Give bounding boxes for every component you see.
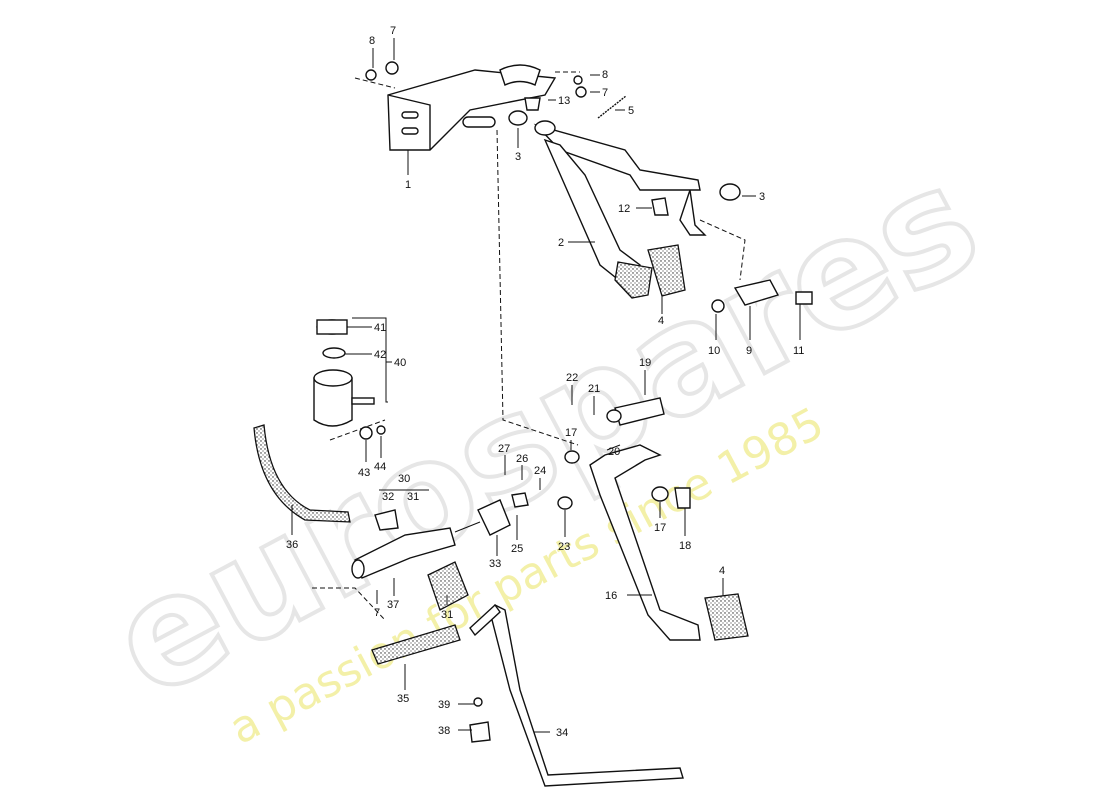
callout-10: 10 — [708, 345, 720, 357]
clutch-pedal — [533, 120, 707, 299]
callout-5: 5 — [628, 105, 634, 117]
callout-11: 11 — [793, 345, 804, 357]
callout-9: 9 — [746, 345, 752, 357]
reservoir-hose — [253, 424, 351, 523]
callout-17-right: 17 — [654, 522, 666, 534]
callout-17-left: 17 — [565, 427, 577, 439]
callout-36: 36 — [286, 539, 298, 551]
callout-40: 40 — [394, 357, 406, 369]
callout-3-right: 3 — [759, 191, 765, 203]
callout-37: 37 — [387, 599, 399, 611]
callout-labels: 1 2 3 3 4 4 5 7 7 7 8 8 9 10 11 12 13 16… — [286, 25, 804, 739]
callout-25: 25 — [511, 543, 523, 555]
callout-4-upper: 4 — [658, 315, 664, 327]
callout-43: 43 — [358, 467, 370, 479]
callout-7-lower: 7 — [374, 607, 380, 619]
assembly-guide-lines — [312, 71, 746, 621]
callout-38: 38 — [438, 725, 450, 737]
callout-7-right: 7 — [602, 87, 608, 99]
callout-23: 23 — [558, 541, 570, 553]
callout-19: 19 — [639, 357, 651, 369]
callout-33: 33 — [489, 558, 501, 570]
pedal-pad-lower — [704, 593, 749, 641]
pedal-pad-upper — [647, 244, 686, 297]
callout-2: 2 — [558, 237, 564, 249]
callout-16: 16 — [605, 590, 617, 602]
callout-18: 18 — [679, 540, 691, 552]
callout-31-lower: 31 — [441, 609, 453, 621]
clutch-master-cylinder — [351, 492, 529, 611]
callout-44: 44 — [374, 461, 386, 473]
callout-27: 27 — [498, 443, 510, 455]
callout-41: 41 — [374, 322, 386, 334]
callout-26: 26 — [516, 453, 528, 465]
clutch-line — [371, 603, 684, 787]
callout-24: 24 — [534, 465, 546, 477]
callout-8-top: 8 — [369, 35, 375, 47]
pedal-bracket — [387, 64, 557, 151]
callout-20: 20 — [608, 446, 620, 458]
callout-4-lower: 4 — [719, 565, 725, 577]
brake-pedal — [557, 397, 701, 641]
callout-12: 12 — [618, 203, 630, 215]
callout-42: 42 — [374, 349, 386, 361]
leader-lines — [291, 38, 801, 733]
callout-1: 1 — [405, 179, 411, 191]
callout-8-right: 8 — [602, 69, 608, 81]
callout-35: 35 — [397, 693, 409, 705]
callout-39: 39 — [438, 699, 450, 711]
callout-32: 32 — [382, 491, 394, 503]
callout-22: 22 — [566, 372, 578, 384]
watermark-brand: eurospares — [85, 133, 1004, 732]
small-parts-top — [365, 61, 813, 313]
callout-21: 21 — [588, 383, 600, 395]
callout-7-top: 7 — [390, 25, 396, 37]
watermark: eurospares a passion for parts since 198… — [83, 131, 1006, 755]
callout-31-upper: 31 — [407, 491, 419, 503]
callout-13: 13 — [558, 95, 570, 107]
fluid-reservoir-assembly — [313, 319, 386, 440]
callout-3-upper: 3 — [515, 151, 521, 163]
callout-30: 30 — [398, 473, 410, 485]
callout-34: 34 — [556, 727, 568, 739]
